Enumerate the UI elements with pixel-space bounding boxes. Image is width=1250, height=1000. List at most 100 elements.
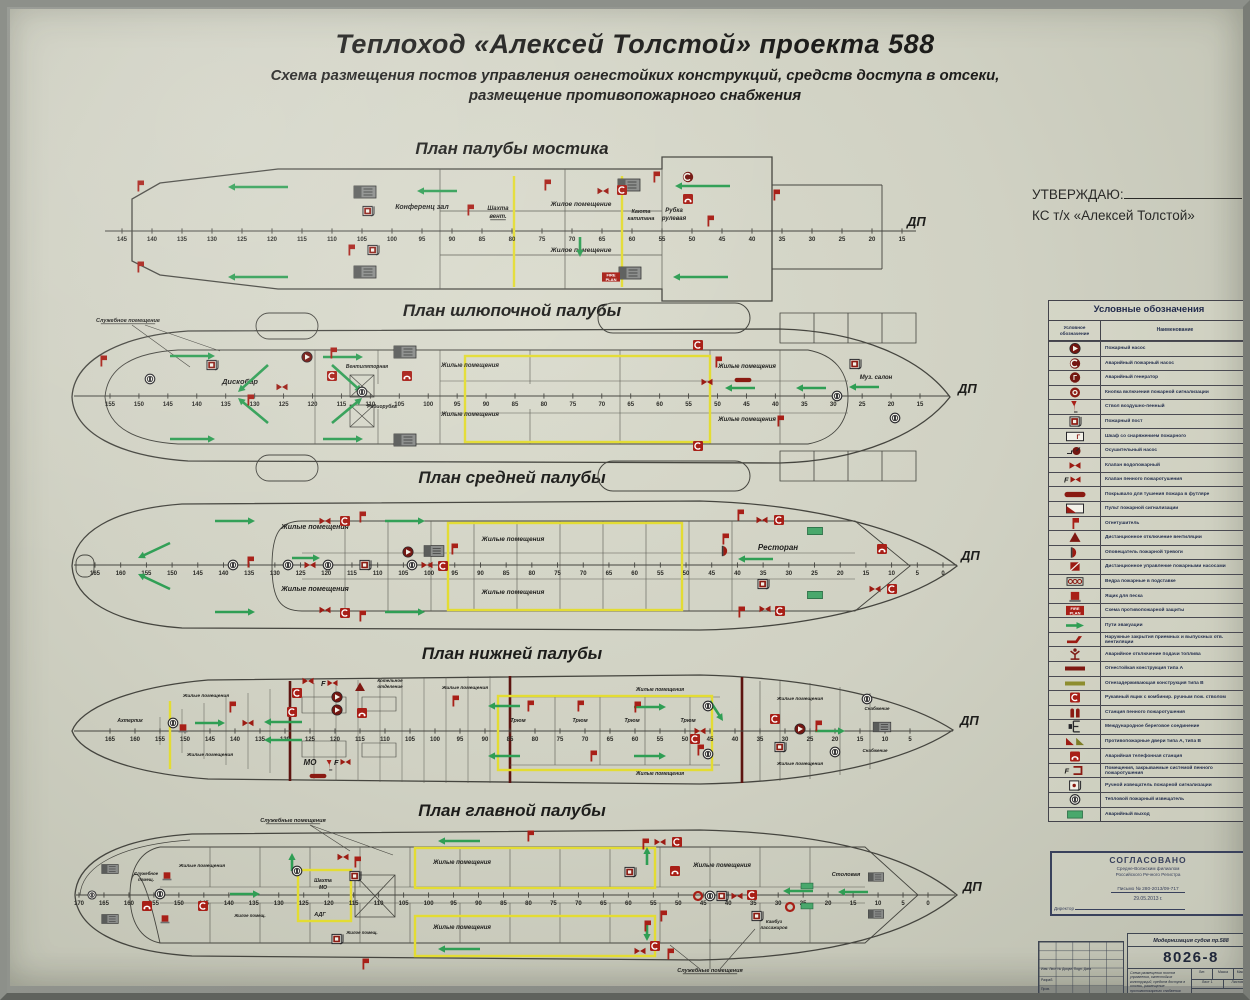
legend-row: Аварийное отключение подачи топлива	[1049, 646, 1249, 662]
fire-valve-icon	[597, 187, 609, 195]
legend-symbol-cell	[1049, 502, 1101, 516]
frame-number: 110	[373, 571, 383, 577]
vent-casing-icon	[618, 266, 642, 280]
fire-valve-icon	[869, 585, 881, 593]
frame-number: 50	[689, 237, 696, 243]
fire-valve-icon	[276, 383, 288, 391]
room-label: Жилое помещ.	[233, 913, 265, 918]
evacuation-arrow-head	[643, 847, 651, 854]
legend-symbol-cell	[1049, 778, 1101, 792]
foam-nozzle-icon	[326, 760, 333, 771]
fire-valve-icon	[337, 853, 349, 861]
room-label: Котельное	[377, 678, 403, 683]
hose-box-icon	[340, 516, 350, 526]
room-label: Жилые помещения	[441, 685, 488, 691]
legend-symbol-cell	[1049, 342, 1101, 356]
frame-number: 70	[582, 737, 589, 743]
legend-name-cell: Дистанционное управление пожарными насос…	[1105, 564, 1226, 570]
legend-symbol-cell: Г	[1049, 371, 1101, 385]
frame-number: 95	[451, 571, 458, 577]
room-label: Жилые помещения	[178, 863, 225, 869]
frame-number: 35	[750, 901, 757, 907]
svg-text:PLAN: PLAN	[606, 277, 617, 282]
frame-number: 145	[117, 237, 128, 243]
legend-name-cell: Аварийный генератор	[1105, 375, 1159, 381]
emergency-phone-icon	[877, 544, 887, 554]
legend-name-cell: Международное береговое соединение	[1105, 724, 1200, 730]
frame-number: 75	[550, 901, 557, 907]
legend-row: Ручной извещатель пожарной сигнализации	[1049, 777, 1249, 792]
extinguisher-icon	[815, 720, 822, 732]
frame-number: 135	[244, 571, 255, 577]
emergency-phone-icon	[357, 708, 367, 718]
room-label: пассажиров	[760, 925, 787, 930]
evacuation-arrow-head	[418, 517, 425, 525]
frame-number: 140	[218, 571, 229, 577]
legend-name-cell: Ручной извещатель пожарной сигнализации	[1105, 782, 1212, 788]
foam-valve-icon: F	[1064, 475, 1080, 484]
frame-number: 50	[714, 402, 721, 408]
frame-number: 120	[321, 571, 332, 577]
room-label: Жилые помещения	[182, 693, 229, 699]
svg-text:F: F	[334, 758, 339, 767]
hose-box-icon	[747, 890, 757, 900]
sheet-row: Лист 1 Листов 1	[1192, 980, 1250, 989]
frame-number: 155	[141, 571, 152, 577]
frame-number: 85	[512, 402, 519, 408]
legend-row: F Помещения, закрываемые системой пенног…	[1049, 762, 1249, 778]
deck-title-bridge: План палубы мостика	[415, 139, 609, 158]
frame-number: 110	[380, 737, 390, 743]
frame-number: 0	[926, 901, 930, 907]
vent-casing-icon	[868, 909, 884, 919]
fire-buckets-icon	[1066, 577, 1083, 586]
approval-block: УТВЕРЖДАЮ: КС т/х «Алексей Толстой»	[1032, 185, 1242, 227]
evacuation-arrow-head	[138, 551, 146, 559]
evacuation-arrow-head	[138, 573, 146, 581]
hose-box-icon	[774, 515, 784, 525]
evacuation-arrow-head	[238, 398, 246, 406]
frame-number: 95	[457, 737, 464, 743]
vent-casing-icon	[353, 185, 377, 199]
extinguisher-icon	[715, 356, 722, 368]
sheet-cell: Лист 1	[1192, 980, 1224, 988]
room-label: Жилые помещения	[280, 524, 348, 531]
frame-number: 110	[374, 901, 384, 907]
legend-symbol-cell	[1049, 662, 1101, 676]
hose-box-icon	[693, 340, 703, 350]
legend-row: Ствол воздушно-пенный	[1049, 399, 1249, 414]
frame-number: 170	[74, 901, 85, 907]
heat-detector-icon	[227, 559, 239, 571]
legend-name-cell: Пульт пожарной сигнализации	[1105, 506, 1179, 512]
legend-row: Покрывало для тушения пожара в футляре	[1049, 486, 1249, 502]
frame-number: 105	[405, 737, 416, 743]
legend-row: Аварийный пожарный насос	[1049, 355, 1249, 371]
legend-symbol-cell	[1049, 807, 1101, 822]
vent-casing-icon	[353, 265, 377, 279]
legend-name-cell: Противопожарные двери типа А, типа В	[1105, 739, 1201, 745]
emergency-fire-pump-icon	[682, 171, 694, 183]
evacuation-arrow-head	[313, 554, 320, 562]
frame-number: 10	[882, 737, 889, 743]
svg-text:FIRE: FIRE	[606, 272, 615, 277]
legend-name-cell: Наружные закрытия приемных и выпускных о…	[1105, 634, 1224, 645]
frame-number: 105	[398, 571, 409, 577]
mass-cell: Масса	[1213, 969, 1234, 979]
drain-pump-icon	[1066, 447, 1080, 456]
frame-number: 55	[650, 901, 657, 907]
frame-number: 130	[274, 901, 285, 907]
legend-name-cell: Осушительный насос	[1105, 448, 1158, 454]
extinguisher-icon	[667, 948, 674, 960]
evacuation-arrow-head	[738, 555, 745, 563]
frame-number: 15	[917, 402, 924, 408]
fire-post-icon	[757, 578, 770, 590]
legend-header-row: Условное обозначение Наименование	[1049, 321, 1249, 341]
room-label: отделение	[377, 684, 403, 689]
label-leader-lines	[131, 324, 221, 368]
frame-number: 80	[509, 237, 516, 243]
svg-text:Г: Г	[1076, 434, 1080, 441]
hose-box-icon	[327, 371, 337, 381]
legend-symbol-cell: Г	[1049, 429, 1101, 443]
legend-row: Осушительный насос	[1049, 442, 1249, 458]
legend-symbol-cell	[1049, 792, 1101, 807]
room-label: Конференц зал	[395, 204, 449, 211]
